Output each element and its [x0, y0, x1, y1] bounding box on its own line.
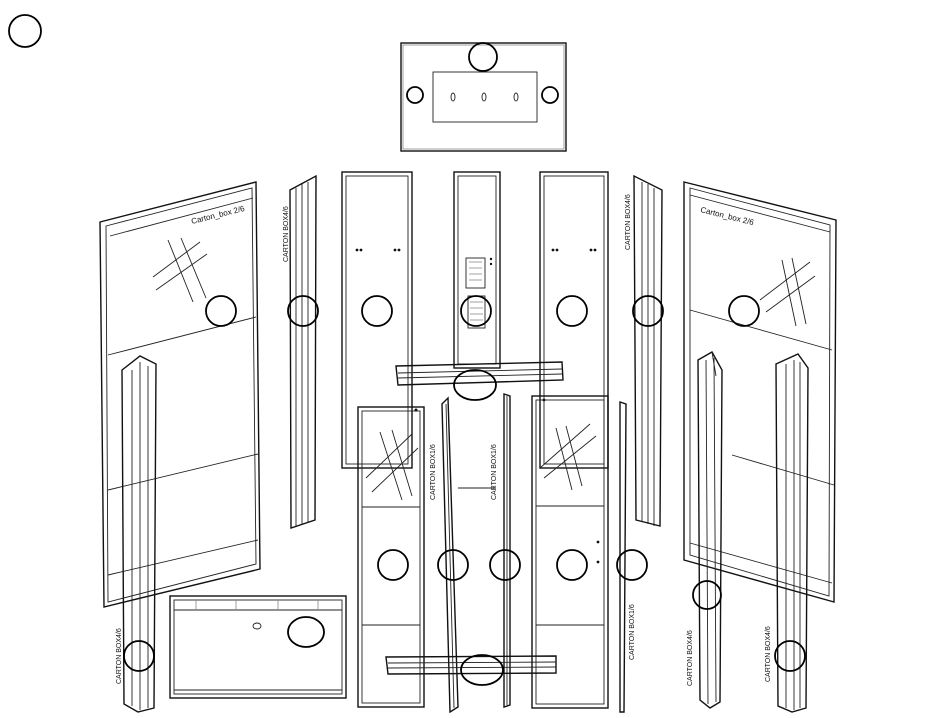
lower-horizontal-rail [386, 656, 556, 674]
left-glass-door-panel: Carton_box 2/6 [100, 182, 260, 607]
annotation-circle-left-lower-profile [124, 641, 154, 671]
top-ceiling-panel [401, 43, 566, 151]
annotation-circle-lower-left-panel [378, 550, 408, 580]
annotation-circle-top-right [542, 87, 558, 103]
annotation-circle-right-door [729, 296, 759, 326]
lower-right-glass-panel [532, 396, 608, 708]
lower-right-thin-strip: CARTON BOX1/6 [620, 402, 636, 712]
annotation-circle-left-profile [288, 296, 318, 326]
center-control-column [454, 172, 500, 368]
right-upper-corner-profile: CARTON BOX4/6 [625, 176, 662, 526]
annotation-circle-upper-rail [454, 370, 496, 400]
annotation-circle-lower-right-strip [617, 550, 647, 580]
lower-left-glass-panel [358, 407, 424, 707]
upper-horizontal-rail [396, 362, 563, 385]
annotation-circle-center-right-panel [557, 296, 587, 326]
annotation-circle-corner [9, 15, 41, 47]
annotation-circle-top-center [469, 43, 497, 71]
annotation-circle-lower-right-panel [557, 550, 587, 580]
annotation-circle-center-left-panel [362, 296, 392, 326]
annotation-circle-lower-center-right [490, 550, 520, 580]
label-carton-box-4-6-lower-left: CARTON BOX4/6 [116, 628, 123, 684]
bottom-base-tray [170, 596, 346, 698]
right-angled-corner-profile: CARTON BOX4/6 [687, 352, 722, 708]
left-upper-corner-profile: CARTON BOX4/6 [283, 176, 316, 528]
label-carton-box-4-6-upper-left: CARTON BOX4/6 [283, 206, 290, 262]
annotation-circle-control-column [461, 296, 491, 326]
annotation-circle-left-door [206, 296, 236, 326]
annotation-circle-top-left [407, 87, 423, 103]
label-carton-box-1-6-left: CARTON BOX1/6 [430, 444, 437, 500]
annotation-circle-base-tray [288, 617, 324, 647]
left-lower-corner-profile: CARTON BOX4/6 [116, 356, 156, 712]
annotation-circle-lower-rail [461, 655, 503, 685]
label-carton-box-4-6-lower-right: CARTON BOX4/6 [765, 626, 772, 682]
label-carton-box-1-6-right: CARTON BOX1/6 [629, 604, 636, 660]
label-carton-box-1-6-center: CARTON BOX1/6 [491, 444, 498, 500]
annotation-circle-right-lower-profile [775, 641, 805, 671]
right-lower-corner-profile: CARTON BOX4/6 [765, 354, 808, 712]
label-carton-box-2-6-right: Carton_box 2/6 [700, 205, 756, 227]
label-carton-box-4-6-partial: CARTON BOX4/6 [687, 630, 694, 686]
center-left-tall-panel [342, 172, 412, 468]
label-carton-box-4-6-upper-right: CARTON BOX4/6 [625, 194, 632, 250]
center-right-tall-panel [540, 172, 608, 468]
